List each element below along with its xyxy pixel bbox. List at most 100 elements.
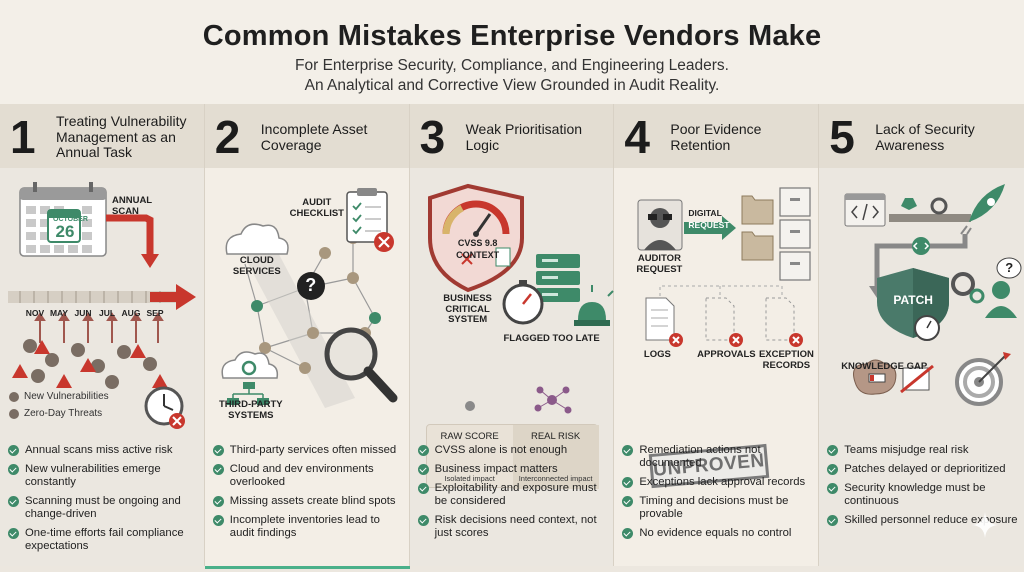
page-subtitle: For Enterprise Security, Compliance, and… bbox=[0, 56, 1024, 96]
column-5-number: 5 bbox=[829, 111, 855, 163]
column-2: 2 Incomplete Asset Coverage bbox=[204, 104, 410, 566]
interconnected-impact-label: Interconnected impact bbox=[518, 474, 593, 483]
list-item: Risk decisions need context, not just sc… bbox=[417, 514, 610, 540]
mistakes-columns: 1 Treating Vulnerability Management as a… bbox=[0, 104, 1024, 566]
warning-icon bbox=[12, 340, 168, 388]
list-item: Teams misjudge real risk bbox=[827, 444, 1019, 457]
raw-score-panel: RAW SCORE Isolated impact bbox=[427, 425, 513, 489]
month-sep: SEP bbox=[146, 308, 164, 318]
column-5-bullets: Teams misjudge real risk Patches delayed… bbox=[827, 444, 1019, 533]
check-icon bbox=[8, 445, 19, 456]
magnifier-icon bbox=[324, 327, 398, 403]
column-3-bullets: CVSS alone is not enough Business impact… bbox=[417, 444, 610, 546]
third-party-label: THIRD-PARTY SYSTEMS bbox=[218, 399, 283, 421]
check-icon bbox=[622, 496, 634, 507]
knowledge-gap-label: KNOWLEDGE GAP bbox=[841, 361, 928, 372]
check-icon bbox=[622, 528, 634, 539]
list-item: Exploitability and exposure must be cons… bbox=[417, 482, 610, 508]
legend-zero-day: Zero-Day Threats bbox=[24, 408, 103, 419]
person-icon bbox=[985, 281, 1018, 318]
month-aug: AUG bbox=[121, 308, 141, 318]
check-icon bbox=[212, 445, 224, 456]
list-item: Skilled personnel reduce exposure bbox=[827, 514, 1019, 527]
column-1-illustration: OCTOBER 26 ANNUAL SCAN NOV MAY JUN JUL A… bbox=[0, 168, 205, 438]
check-icon bbox=[8, 528, 19, 539]
list-item: Third-party services often missed bbox=[212, 444, 405, 457]
calendar-icon bbox=[19, 182, 107, 257]
check-icon bbox=[827, 464, 839, 475]
column-4-number: 4 bbox=[624, 111, 650, 163]
month-jul: JUL bbox=[98, 308, 116, 318]
check-icon bbox=[827, 515, 839, 526]
virus-icon bbox=[23, 339, 157, 389]
exception-records-label: EXCEPTION RECORDS bbox=[758, 349, 814, 371]
check-icon bbox=[417, 464, 429, 475]
rocket-icon bbox=[960, 184, 1006, 235]
brain-icon bbox=[853, 359, 897, 395]
list-item: Timing and decisions must be provable bbox=[622, 495, 814, 521]
cvss-score: CVSS 9.8 bbox=[457, 238, 498, 248]
list-item: Business impact matters bbox=[417, 463, 610, 476]
check-icon bbox=[417, 445, 429, 456]
sparkle-icon bbox=[972, 512, 998, 538]
list-item: Remediation actions not documented bbox=[622, 444, 814, 470]
column-5-title: Lack of Security Awareness bbox=[875, 121, 975, 153]
patch-label: PATCH bbox=[893, 293, 933, 307]
check-icon bbox=[212, 496, 224, 507]
gear-icon bbox=[241, 360, 257, 376]
month-jun: JUN bbox=[74, 308, 92, 318]
list-item: Missing assets create blind spots bbox=[212, 495, 405, 508]
column-2-header: 2 Incomplete Asset Coverage bbox=[204, 104, 409, 168]
gear-icon bbox=[901, 198, 918, 210]
check-icon bbox=[8, 464, 19, 475]
column-4: 4 Poor Evidence Retention bbox=[614, 104, 820, 566]
server-icon bbox=[535, 254, 580, 302]
column-2-number: 2 bbox=[214, 111, 241, 163]
check-icon bbox=[622, 477, 634, 488]
threat-arrows bbox=[34, 312, 164, 343]
evidence-illustration bbox=[637, 187, 811, 347]
clipboard-icon bbox=[346, 188, 394, 252]
raw-vs-real-comparison: RAW SCORE Isolated impact REAL RISK Inte… bbox=[425, 424, 599, 489]
real-risk-label: REAL RISK bbox=[530, 431, 581, 442]
folder-icon bbox=[741, 195, 774, 261]
list-item: Exceptions lack approval records bbox=[622, 476, 814, 489]
list-item: CVSS alone is not enough bbox=[417, 444, 610, 457]
column-3-header: 3 Weak Prioritisation Logic bbox=[409, 104, 614, 168]
bottom-accent bbox=[205, 566, 410, 569]
page-header: Common Mistakes Enterprise Vendors Make … bbox=[0, 0, 1024, 104]
audit-checklist-label: AUDIT CHECKLIST bbox=[289, 197, 344, 219]
column-3-title: Weak Prioritisation Logic bbox=[465, 121, 583, 153]
prioritisation-illustration bbox=[427, 183, 614, 414]
check-icon bbox=[417, 515, 429, 526]
digital-label: DIGITAL bbox=[688, 208, 722, 218]
context-label: CONTEXT bbox=[456, 250, 500, 260]
column-3-illustration: CVSS 9.8 CONTEXT BUSINESS CRITICAL SYSTE… bbox=[410, 168, 615, 489]
month-may: MAY bbox=[49, 308, 69, 318]
column-1: 1 Treating Vulnerability Management as a… bbox=[0, 104, 205, 566]
list-item: Patches delayed or deprioritized bbox=[827, 463, 1019, 476]
bottom-bar bbox=[0, 566, 1024, 572]
column-4-illustration: DIGITAL REQUEST AUDITOR REQUEST LOGS APP… bbox=[614, 168, 819, 489]
list-item: Incomplete inventories lead to audit fin… bbox=[212, 514, 405, 540]
raw-score-label: RAW SCORE bbox=[440, 431, 499, 442]
isolated-impact-label: Isolated impact bbox=[444, 474, 495, 483]
annual-scan-label: ANNUAL SCAN bbox=[112, 195, 152, 217]
cloud-services-label: CLOUD SERVICES bbox=[232, 255, 281, 277]
question-mark: ? bbox=[305, 275, 317, 295]
auditor-request-label: AUDITOR REQUEST bbox=[636, 253, 683, 275]
real-risk-panel: REAL RISK Interconnected impact bbox=[512, 425, 599, 489]
target-icon bbox=[955, 352, 1012, 406]
list-item: Annual scans miss active risk bbox=[8, 444, 200, 457]
column-1-bullets: Annual scans miss active risk New vulner… bbox=[8, 444, 200, 559]
column-5: 5 Lack of Security Awareness bbox=[819, 104, 1024, 566]
check-icon bbox=[212, 464, 224, 475]
list-item: New vulnerabilities emerge constantly bbox=[8, 463, 200, 489]
question-mark: ? bbox=[1005, 260, 1014, 275]
month-nov: NOV bbox=[25, 308, 45, 318]
list-item: Scanning must be ongoing and change-driv… bbox=[8, 495, 200, 521]
column-5-illustration: ? PATCH KNOWLEDGE GAP bbox=[819, 168, 1024, 438]
calendar-day: 26 bbox=[55, 222, 75, 241]
check-icon bbox=[8, 496, 19, 507]
check-icon bbox=[212, 515, 224, 526]
